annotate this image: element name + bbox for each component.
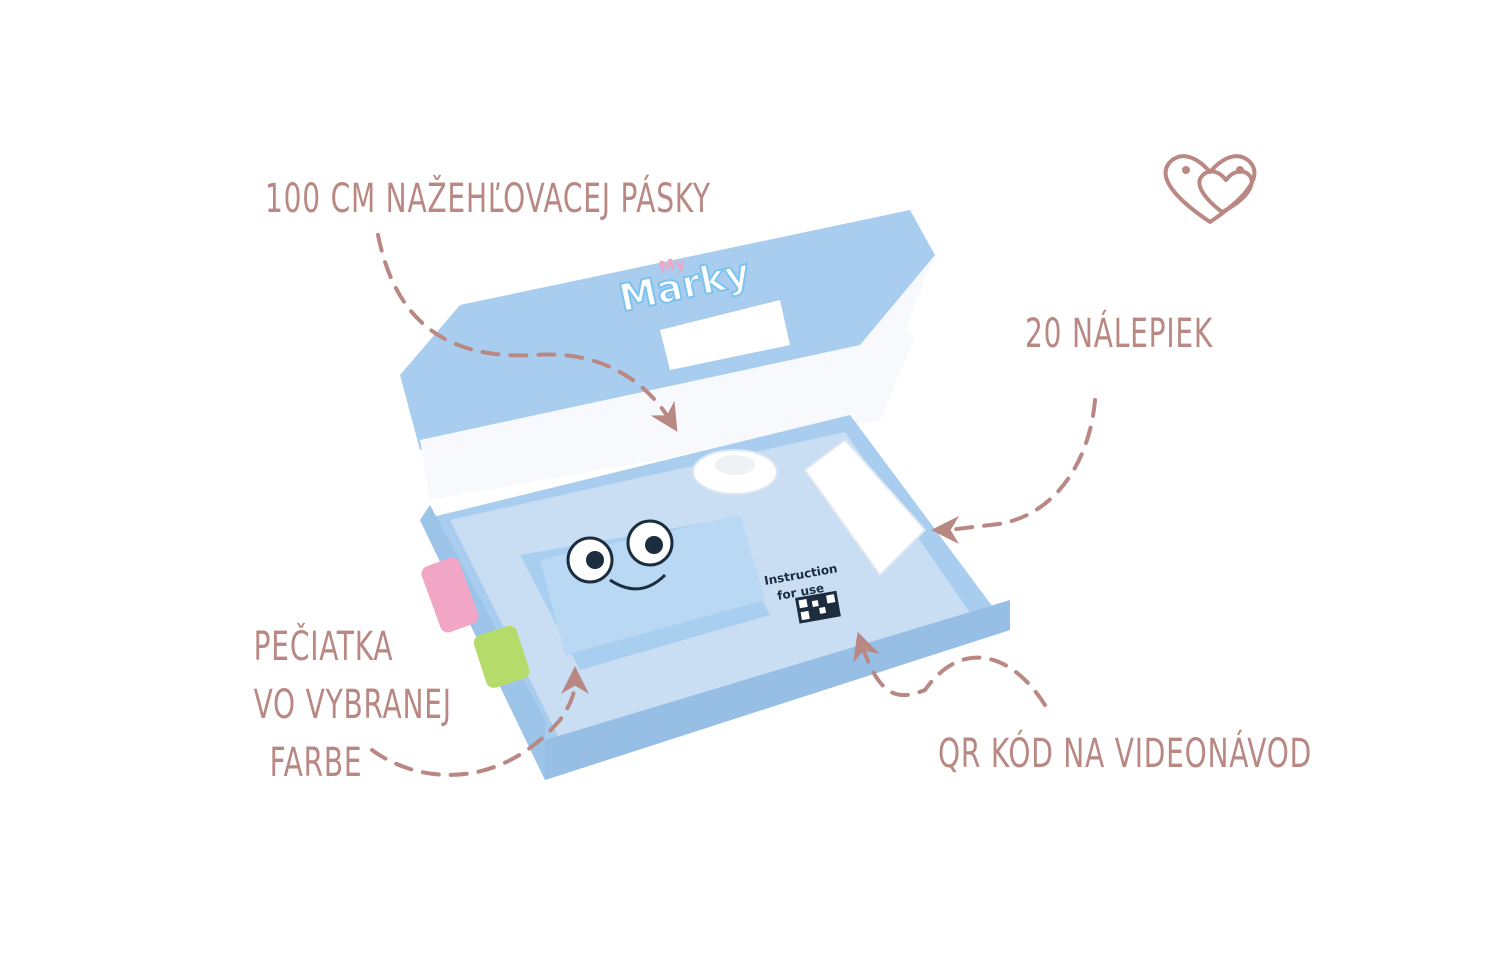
arrow-stamp — [370, 666, 589, 777]
qr-code-icon — [795, 590, 841, 624]
box-lid — [400, 210, 975, 500]
tape-roll — [692, 449, 778, 495]
double-heart-logo-icon — [1163, 154, 1257, 224]
callout-stamp-line3: farbe — [269, 740, 363, 786]
stamp-face — [566, 519, 674, 591]
callout-stickers: 20 nálepiek — [1025, 311, 1214, 357]
arrow-stickers — [931, 398, 1097, 544]
callout-tape: 100 cm nažehľovacej pásky — [265, 176, 711, 222]
callout-stamp: pečiatka vo vybranej farbe — [253, 618, 452, 792]
arrow-qr — [853, 631, 1047, 707]
callout-qr: QR kód na videonávod — [938, 731, 1312, 777]
arrow-tape — [376, 233, 678, 432]
callout-arrows — [370, 233, 1097, 777]
stickers-pack — [803, 438, 927, 577]
callout-stamp-line2: vo vybranej — [253, 682, 452, 728]
callout-stamp-line1: pečiatka — [253, 624, 394, 670]
stamp-device — [520, 515, 770, 670]
